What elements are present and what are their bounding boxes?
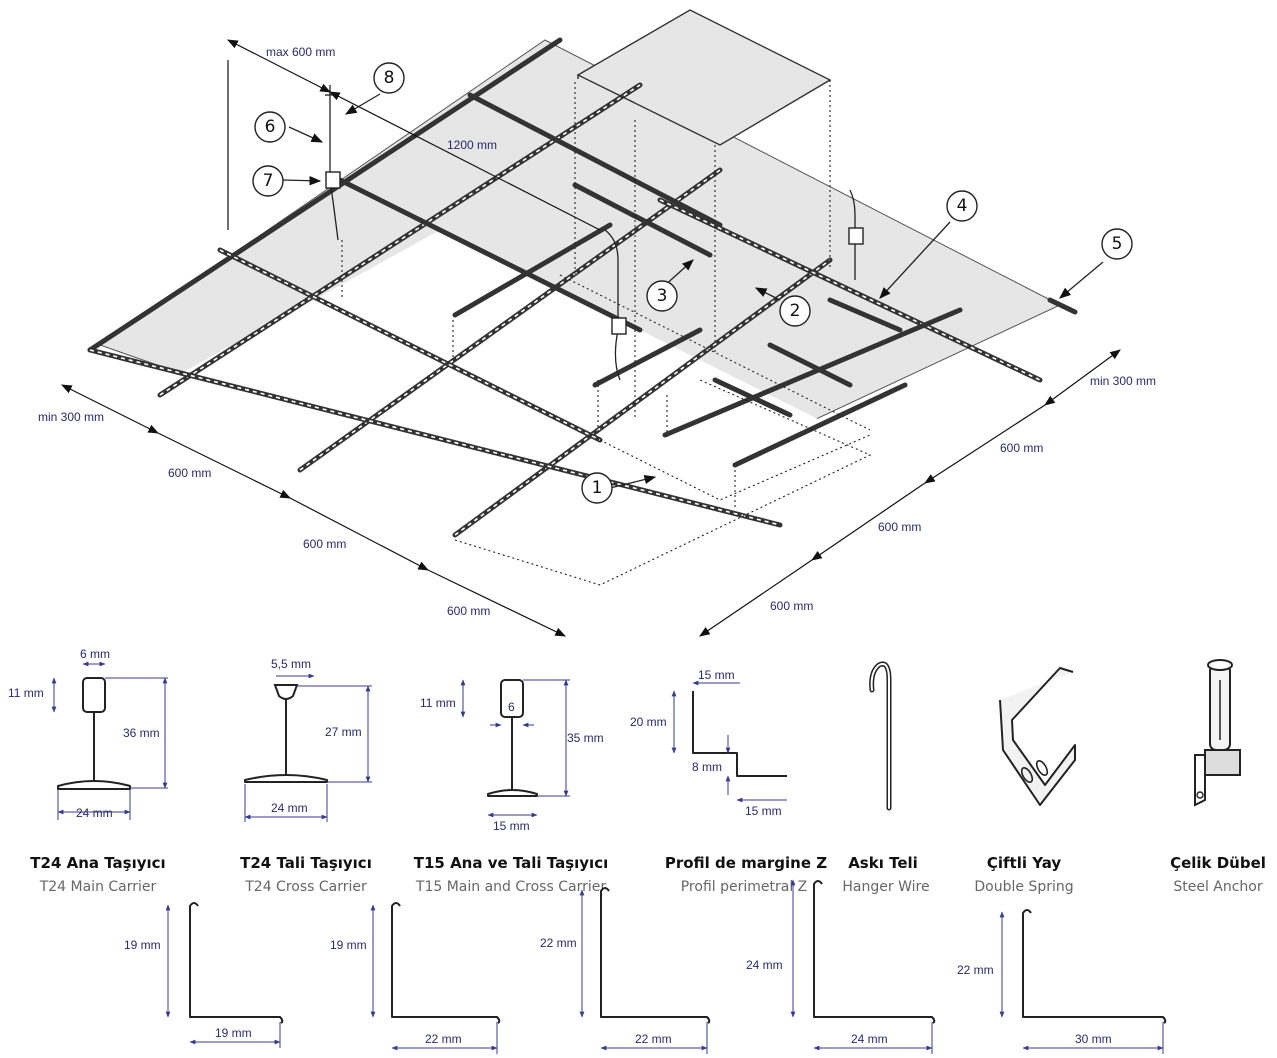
t24-cross-dim-height: 27 mm [325, 725, 362, 739]
svg-text:2: 2 [790, 301, 801, 321]
angle1-width: 19 mm [215, 1026, 252, 1040]
dim-max600: max 600 mm [266, 45, 335, 59]
caption-spring-title: Çiftli Yay [987, 854, 1061, 872]
dim-left-600-c: 600 mm [447, 604, 490, 618]
dim-right-600-a: 600 mm [1000, 441, 1043, 455]
t15-dim-flange: 15 mm [493, 819, 530, 833]
dim-min300-left: min 300 mm [38, 410, 104, 424]
t24-cross-dim-flange: 24 mm [271, 801, 308, 815]
profile-z: 15 mm 20 mm 8 mm 15 mm [630, 668, 787, 818]
loose-rails [452, 182, 1078, 468]
callout-3: 3 [646, 280, 678, 312]
ceiling-grid-drawing: max 600 mm 1200 mm min 300 mm 600 mm 600… [38, 9, 1156, 637]
profile-t24-main: 6 mm 11 mm 36 mm 24 mm [8, 647, 168, 820]
caption-t24-main-title: T24 Ana Taşıyıcı [30, 854, 165, 872]
caption-z-title: Profil de margine Z [665, 854, 827, 872]
caption-t15-sub: T15 Main and Cross Carrier [415, 879, 606, 895]
t15-dim-inner: 6 [508, 700, 515, 714]
t24-main-dim-head: 11 mm [8, 686, 44, 700]
caption-hanger-title: Askı Teli [848, 854, 918, 872]
t24-main-dim-height: 36 mm [123, 726, 160, 740]
callout-5: 5 [1101, 228, 1133, 260]
dim-right-600-b: 600 mm [878, 520, 921, 534]
callout-7: 7 [252, 165, 284, 197]
svg-text:7: 7 [263, 171, 274, 191]
angle-profile-22x30: 22 mm 30 mm [957, 909, 1167, 1054]
steel-anchor-icon [1194, 659, 1241, 807]
angle5-width: 30 mm [1075, 1032, 1112, 1046]
angle-profiles: 19 mm 19 mm 19 mm 22 mm 22 mm 22 mm [124, 879, 1167, 1054]
angle4-width: 24 mm [851, 1032, 888, 1046]
callouts: 1 2 3 4 5 6 7 8 [252, 62, 1133, 504]
caption-t15-title: T15 Ana ve Tali Taşıyıcı [414, 854, 609, 872]
cross-carriers [87, 92, 1043, 528]
component-captions: T24 Ana Taşıyıcı T24 Main Carrier T24 Ta… [30, 854, 1266, 895]
t15-dim-head: 11 mm [420, 696, 456, 710]
dim-1200: 1200 mm [447, 138, 497, 152]
caption-t24-cross-title: T24 Tali Taşıyıcı [240, 854, 372, 872]
callout-6: 6 [254, 111, 286, 143]
callout-4: 4 [946, 190, 978, 222]
dimension-lines [61, 39, 1121, 637]
caption-z-sub: Profil perimetral Z [681, 879, 808, 895]
svg-text:1: 1 [592, 478, 603, 498]
callout-8: 8 [373, 62, 405, 94]
caption-t24-cross-sub: T24 Cross Carrier [244, 879, 367, 895]
z-dim-step: 8 mm [692, 760, 722, 774]
svg-text:6: 6 [265, 117, 276, 137]
angle2-height: 19 mm [330, 938, 367, 952]
z-dim-top: 15 mm [698, 668, 735, 682]
svg-text:5: 5 [1112, 234, 1123, 254]
angle-profile-22x22: 22 mm 22 mm [540, 887, 711, 1054]
angle3-height: 22 mm [540, 936, 577, 950]
svg-text:3: 3 [657, 286, 668, 306]
angle5-height: 22 mm [957, 963, 994, 977]
angle-profile-19x19: 19 mm 19 mm [124, 902, 284, 1048]
z-dim-bottom: 15 mm [745, 804, 782, 818]
callout-2: 2 [779, 295, 811, 327]
angle1-height: 19 mm [124, 938, 161, 952]
angle-profile-24x24: 24 mm 24 mm [746, 879, 936, 1054]
svg-text:4: 4 [957, 196, 968, 216]
caption-hanger-sub: Hanger Wire [842, 879, 929, 895]
caption-anchor-title: Çelik Dübel [1170, 854, 1266, 872]
dim-right-600-c: 600 mm [770, 599, 813, 613]
main-carriers [87, 37, 833, 538]
placement-guides [341, 80, 872, 586]
caption-t24-main-sub: T24 Main Carrier [39, 879, 157, 895]
profile-t24-cross: 5,5 mm 27 mm 24 mm [244, 657, 372, 822]
dim-left-600-a: 600 mm [168, 466, 211, 480]
t24-main-dim-width: 6 mm [80, 647, 110, 661]
z-dim-height: 20 mm [630, 715, 667, 729]
hanger-wires [325, 85, 864, 381]
svg-text:8: 8 [384, 68, 395, 88]
hanger-wire-icon [869, 661, 892, 811]
dim-left-600-b: 600 mm [303, 537, 346, 551]
angle4-height: 24 mm [746, 958, 783, 972]
callout-1: 1 [581, 472, 613, 504]
t15-dim-height: 35 mm [567, 731, 604, 745]
angle3-width: 22 mm [635, 1032, 672, 1046]
double-spring-icon [999, 667, 1076, 806]
caption-spring-sub: Double Spring [974, 879, 1073, 895]
t24-cross-dim-width: 5,5 mm [271, 657, 311, 671]
caption-anchor-sub: Steel Anchor [1173, 879, 1263, 895]
profile-t15: 11 mm 6 35 mm 15 mm [420, 679, 604, 833]
dim-min300-right: min 300 mm [1090, 374, 1156, 388]
angle-profile-19x22: 19 mm 22 mm [330, 902, 501, 1054]
t24-main-dim-flange: 24 mm [76, 806, 113, 820]
angle2-width: 22 mm [425, 1032, 462, 1046]
